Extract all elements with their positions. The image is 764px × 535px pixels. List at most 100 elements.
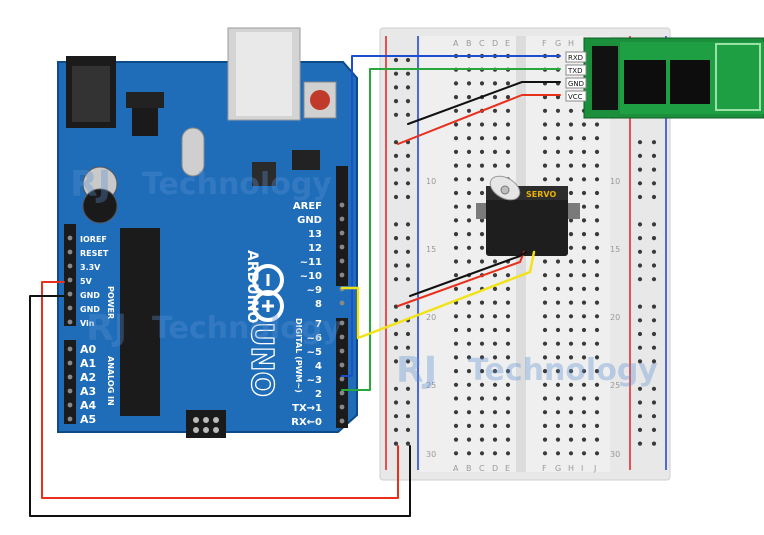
breadboard-hole: [479, 341, 485, 346]
breadboard-hole: [492, 341, 498, 346]
breadboard-hole: [581, 286, 587, 291]
pin-label: A5: [80, 413, 96, 426]
pin-label: AREF: [293, 201, 322, 212]
row-label: 30: [610, 450, 620, 459]
col-label: I: [581, 464, 583, 473]
header-pin: [67, 388, 73, 394]
breadboard-hole: [466, 259, 472, 264]
breadboard-hole: [542, 259, 548, 264]
breadboard-hole: [568, 245, 574, 250]
rail-hole: [637, 441, 643, 446]
breadboard-hole: [568, 218, 574, 223]
rail-hole: [651, 236, 657, 241]
breadboard-hole: [492, 396, 498, 401]
breadboard-hole: [568, 190, 574, 196]
rail-hole: [405, 153, 411, 158]
breadboard-hole: [453, 382, 459, 387]
watermark-prefix: RJ: [70, 164, 111, 205]
wire-servo-gnd-black: [409, 251, 527, 297]
rail-hole: [393, 112, 399, 117]
breadboard-hole: [505, 355, 511, 360]
breadboard-hole: [492, 369, 498, 374]
pin-label: A2: [80, 371, 96, 384]
breadboard-hole: [542, 451, 548, 456]
breadboard-hole: [479, 177, 485, 182]
breadboard-hole: [479, 122, 485, 127]
breadboard-hole: [466, 327, 472, 333]
breadboard-hole: [568, 300, 574, 305]
breadboard-hole: [542, 369, 548, 374]
rail-hole: [651, 345, 657, 350]
rail-hole: [393, 236, 399, 241]
analog-header-label: ANALOG IN: [106, 356, 115, 406]
pin-label: ~5: [307, 347, 322, 358]
breadboard-hole: [479, 451, 485, 456]
breadboard-hole: [594, 149, 600, 154]
analog-header: [64, 340, 76, 424]
breadboard-hole: [492, 314, 498, 319]
breadboard-hole: [492, 300, 498, 305]
breadboard-hole: [479, 437, 485, 442]
pin-label: A3: [80, 385, 96, 398]
breadboard-hole: [542, 437, 548, 442]
rail-hole: [637, 194, 643, 200]
breadboard-hole: [568, 259, 574, 264]
breadboard-hole: [479, 410, 485, 415]
breadboard-hole: [594, 218, 600, 223]
breadboard-hole: [466, 451, 472, 456]
breadboard-hole: [568, 327, 574, 333]
breadboard-hole: [466, 136, 472, 141]
breadboard-hole: [453, 314, 459, 319]
rail-hole: [651, 194, 657, 200]
breadboard-hole: [466, 122, 472, 127]
header-pin: [339, 334, 345, 340]
watermark-text: Technology: [152, 311, 342, 346]
breadboard-hole: [555, 396, 561, 401]
wire-servo-signal-yellow: [340, 250, 536, 340]
breadboard-hole: [542, 95, 548, 100]
header-pin: [339, 202, 345, 208]
header-pin: [339, 348, 345, 354]
header-pin: [67, 249, 73, 255]
voltage-regulator: [132, 108, 158, 136]
watermark-text: Technology: [468, 353, 658, 388]
rail-hole: [393, 57, 399, 63]
breadboard-hole: [466, 95, 472, 100]
watermark-prefix: RJ: [86, 308, 127, 349]
breadboard-hole: [555, 300, 561, 305]
col-label: G: [555, 464, 561, 473]
servo-label: SERVO: [526, 190, 556, 199]
breadboard-hole: [453, 355, 459, 360]
breadboard-hole: [479, 190, 485, 196]
rail-hole: [637, 345, 643, 350]
breadboard-hole: [479, 423, 485, 428]
row-label: 15: [610, 245, 620, 254]
breadboard-hole: [542, 163, 548, 168]
breadboard-hole: [453, 423, 459, 428]
bluetooth-module: RXD TXD GND VCC: [565, 37, 764, 119]
breadboard-hole: [542, 314, 548, 319]
breadboard-hole: [594, 410, 600, 415]
rail-hole: [651, 427, 657, 432]
rail-hole: [651, 181, 657, 186]
column-labels-bottom: A B C D E F G H I J: [453, 464, 596, 473]
breadboard-hole: [453, 232, 459, 237]
header-pin: [339, 418, 345, 424]
header-pin: [67, 305, 73, 311]
usb-interface-chip: [252, 162, 276, 186]
breadboard-hole: [466, 410, 472, 415]
rail-hole: [651, 222, 657, 227]
servo-motor: SERVO: [476, 175, 580, 256]
breadboard-hole: [581, 163, 587, 168]
breadboard-hole: [453, 122, 459, 127]
breadboard-hole: [466, 355, 472, 360]
rail-hole: [393, 441, 399, 446]
breadboard-hole: [505, 327, 511, 333]
wire-txd-green: [341, 68, 561, 391]
breadboard-hole: [594, 273, 600, 278]
breadboard-hole: [594, 382, 600, 387]
rail-hole: [405, 359, 411, 364]
rail-hole: [651, 153, 657, 158]
breadboard-hole: [594, 259, 600, 264]
